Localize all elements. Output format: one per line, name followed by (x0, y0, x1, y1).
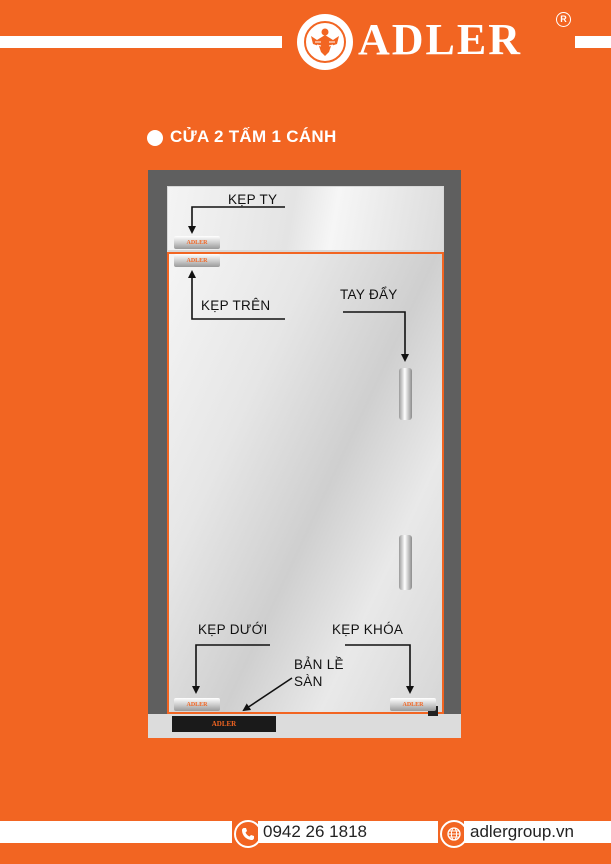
pull-handle-bottom (399, 535, 412, 590)
eagle-logo-icon (297, 14, 353, 70)
clamp-brand: ADLER (186, 701, 208, 708)
header-bar-right (575, 36, 611, 48)
label-kep-khoa: KẸP KHÓA (332, 622, 404, 637)
footer-website: adlergroup.vn (470, 822, 574, 841)
phone-icon (234, 820, 262, 848)
label-ban-le-line2: SÀN (294, 674, 323, 689)
label-kep-ty: KẸP TY (228, 192, 278, 207)
top-patch-clamp-tren: ADLER (174, 254, 220, 267)
header-bar-left (0, 36, 282, 48)
label-tay-day: TAY ĐẨY (340, 287, 398, 302)
footer-phone: 0942 26 1818 (263, 822, 367, 841)
label-ban-le-line1: BẢN LỀ (294, 657, 344, 672)
floor-lock-block (428, 706, 438, 716)
registered-mark: R (556, 12, 571, 27)
clamp-brand: ADLER (186, 257, 208, 264)
pull-handle-top (399, 368, 412, 420)
floor-hinge-brand: ADLER (211, 720, 237, 728)
clamp-brand: ADLER (186, 239, 208, 246)
page-title: CỬA 2 TẤM 1 CÁNH (170, 127, 337, 146)
top-patch-clamp-ty: ADLER (174, 236, 220, 249)
footer-bar-right (464, 821, 611, 843)
clamp-brand: ADLER (402, 701, 424, 708)
title-bullet (147, 130, 163, 146)
bottom-patch-clamp: ADLER (174, 698, 220, 711)
brand-logo-text: ADLER (358, 15, 523, 64)
footer-bar-left (0, 821, 232, 843)
label-kep-duoi: KẸP DƯỚI (198, 622, 268, 637)
lock-patch-clamp: ADLER (390, 698, 436, 711)
floor-hinge-strip: ADLER (172, 716, 276, 732)
footer-bar-mid (258, 821, 438, 843)
swing-glass-panel (167, 252, 444, 714)
label-kep-tren: KẸP TRÊN (201, 298, 271, 313)
